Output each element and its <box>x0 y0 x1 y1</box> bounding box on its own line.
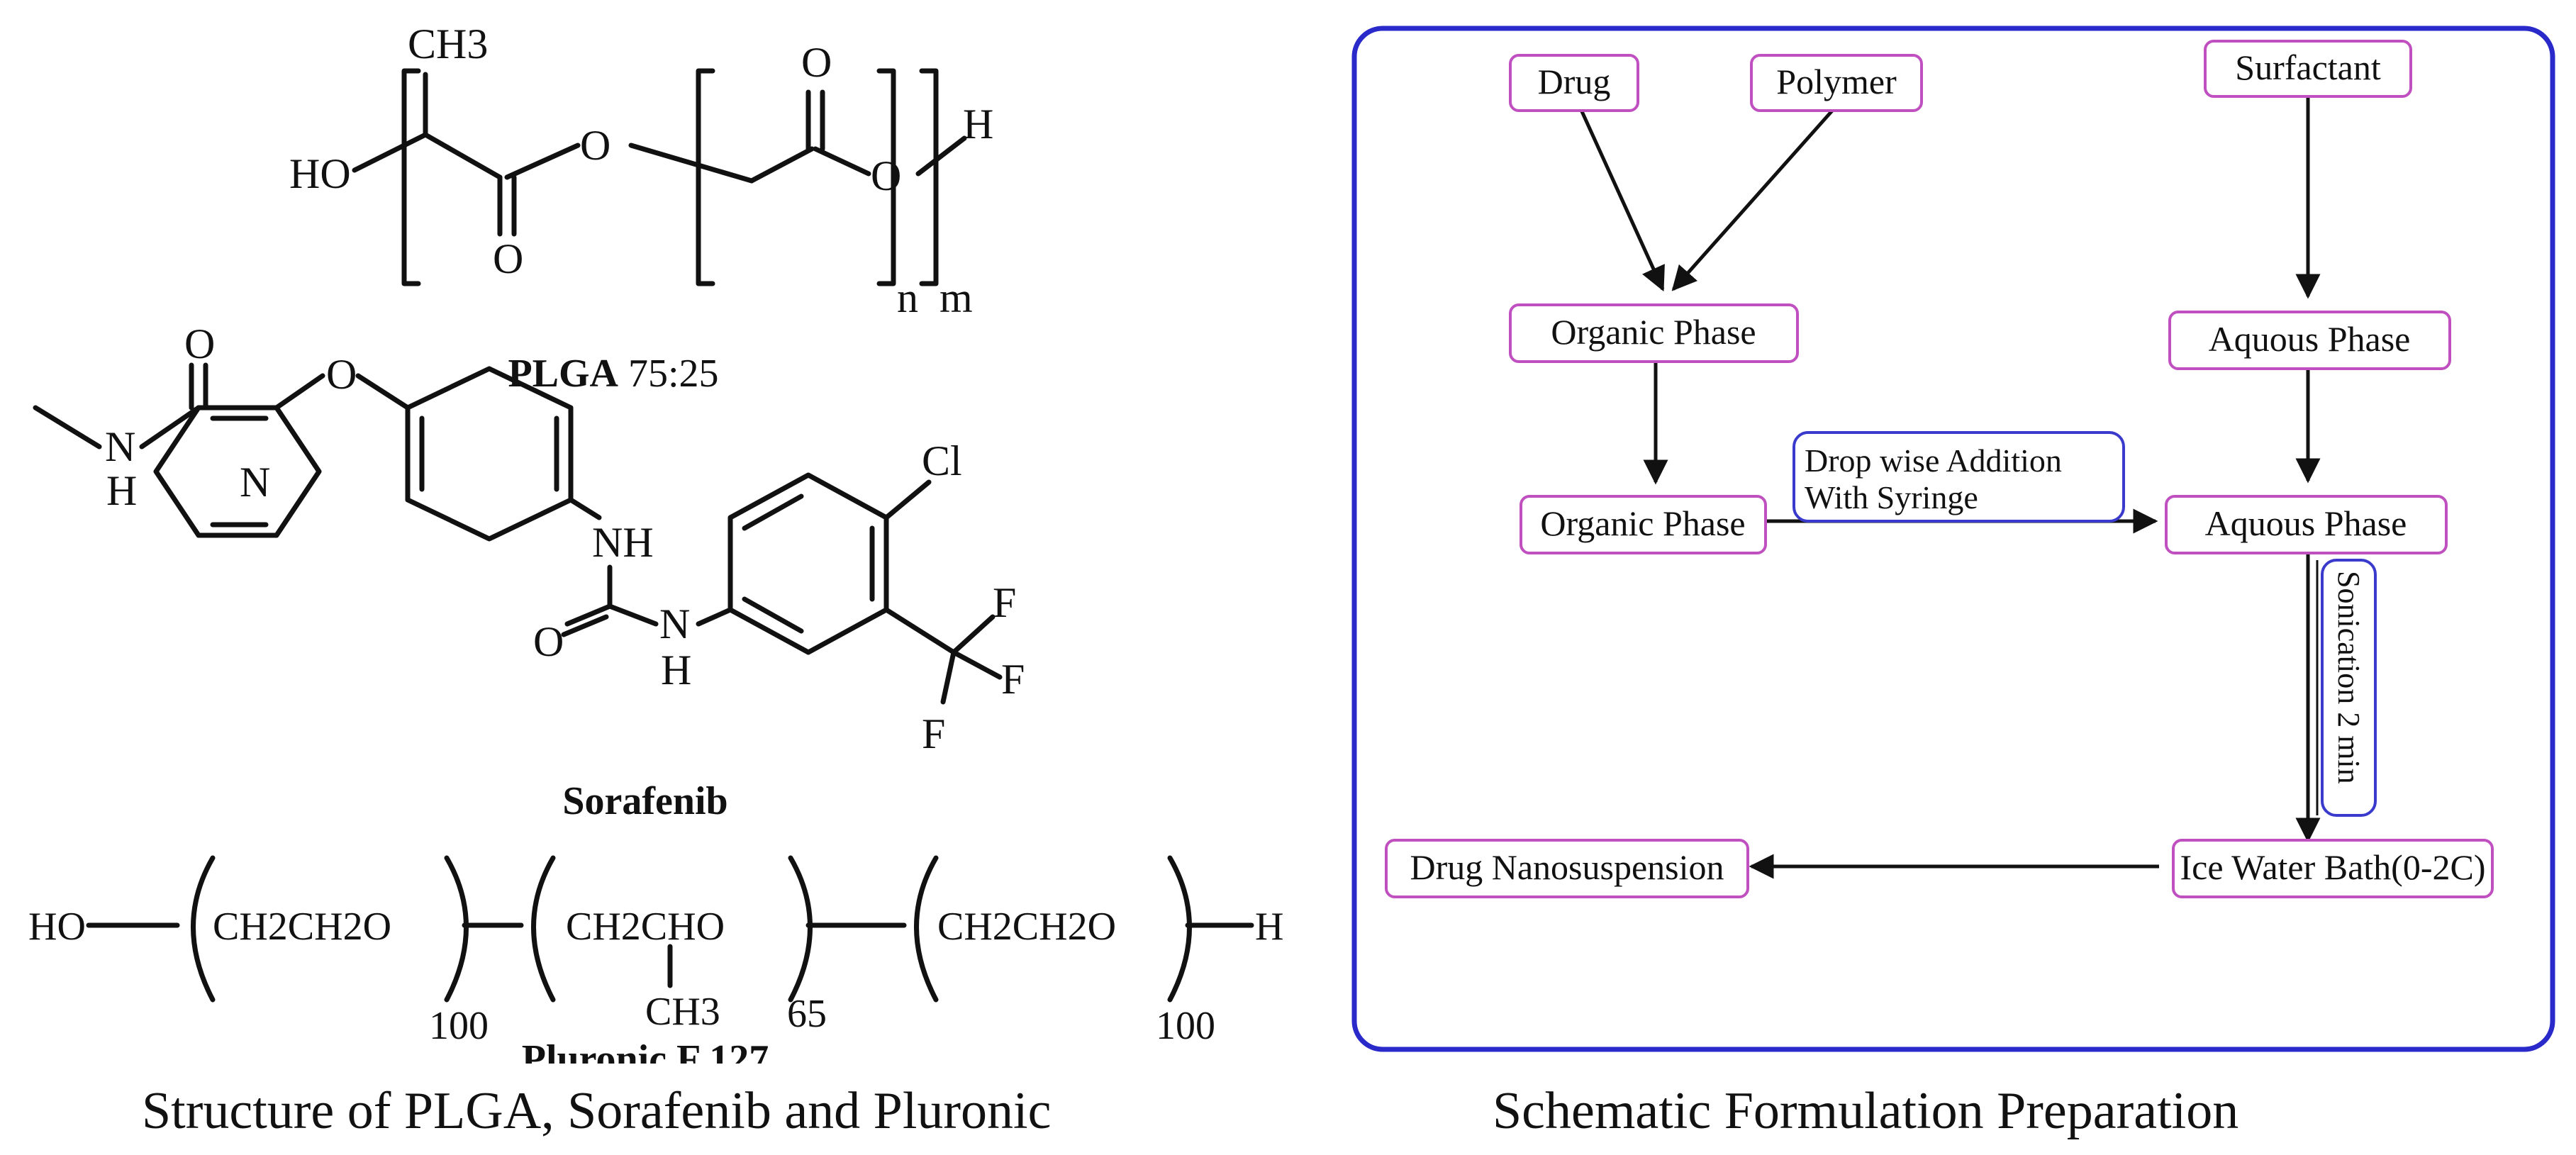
sorafenib-f2-label: F <box>1001 656 1025 703</box>
flowchart-panel: Drug Polymer Surfactant Organic Phase Aq… <box>1333 0 2576 1155</box>
node-aqueous-phase-1-label: Aquous Phase <box>2209 319 2411 359</box>
plga-bracket-right-m <box>919 68 939 286</box>
pluronic-paren-3-right <box>1167 855 1192 1003</box>
pluronic-structure <box>86 855 1254 1003</box>
sorafenib-nh-upper-label: NH <box>592 519 654 566</box>
node-aqueous-phase-1 <box>2168 311 2451 370</box>
sonication-label: Sonication 2 min <box>2331 571 2366 784</box>
plga-ho-label: HO <box>289 150 351 197</box>
pluronic-unit1-label: CH2CH2O <box>213 905 391 949</box>
pluronic-name-label: Pluronic F 127 <box>522 1037 769 1064</box>
node-ice-bath <box>2172 839 2494 898</box>
dropwise-label-line2: With Syringe <box>1805 479 1978 515</box>
pluronic-paren-1-left <box>191 855 216 1003</box>
structures-svg: CH3 HO O O O O H n m O N H N O NH O N H … <box>28 21 1283 1081</box>
annotation-sonication-box <box>2321 559 2377 817</box>
node-organic-phase-2 <box>1520 495 1767 554</box>
plga-carbonyl-o2-label: O <box>801 39 832 86</box>
pluronic-sub1-label: 100 <box>429 1004 489 1048</box>
node-nanosuspension <box>1385 839 1749 898</box>
plga-bracket-right-n <box>876 68 896 286</box>
flowchart-caption: Schematic Formulation Preparation <box>1493 1082 2239 1140</box>
sorafenib-pyridine-n-label: N <box>240 459 270 506</box>
pluronic-sub3-label: 100 <box>1156 1004 1215 1048</box>
plga-ch3-label: CH3 <box>408 21 488 67</box>
pluronic-h-label: H <box>1255 905 1283 949</box>
plga-structure <box>352 68 967 286</box>
node-surfactant-label: Surfactant <box>2235 48 2381 87</box>
node-drug-label: Drug <box>1538 62 1611 101</box>
arrow-polymer-organic <box>1671 108 1834 291</box>
pluronic-ho-label: HO <box>28 905 86 949</box>
structures-caption: Structure of PLGA, Sorafenib and Pluroni… <box>142 1082 1052 1140</box>
pluronic-unit3-label: CH2CH2O <box>937 905 1116 949</box>
sorafenib-name-label: Sorafenib <box>562 779 727 823</box>
plga-bracket-left-n <box>401 68 421 286</box>
flowchart-node-boxes <box>1385 40 2494 898</box>
node-aqueous-phase-2 <box>2165 495 2448 554</box>
sorafenib-n-lower-label: N <box>659 601 690 647</box>
plga-bracket-left-m <box>696 68 715 286</box>
pluronic-paren-3-left <box>914 855 939 1003</box>
plga-carbonyl-o-label: O <box>493 235 523 282</box>
structures-panel: CH3 HO O O O O H n m O N H N O NH O N H … <box>28 21 1283 1140</box>
node-polymer <box>1750 54 1923 112</box>
plga-ester-o-label: O <box>580 122 610 169</box>
plga-subscript-m: m <box>939 274 973 321</box>
plga-ester-o2-label: O <box>871 152 901 199</box>
pluronic-branch-label: CH3 <box>645 990 720 1034</box>
sorafenib-amide-o-label: O <box>184 320 215 367</box>
flowchart-frame <box>1351 26 2555 1052</box>
plga-subscript-n: n <box>897 274 918 321</box>
sorafenib-f3-label: F <box>922 710 945 757</box>
node-aqueous-phase-2-label: Aquous Phase <box>2205 503 2407 543</box>
pluronic-paren-2-right <box>788 855 813 1003</box>
annotation-dropwise-box <box>1792 431 2125 523</box>
node-drug <box>1509 54 1639 112</box>
pluronic-paren-2-left <box>531 855 556 1003</box>
flowchart-annotation-boxes <box>1792 431 2377 817</box>
pluronic-unit2-label: CH2CHO <box>566 905 725 949</box>
pluronic-paren-1-right <box>444 855 469 1003</box>
node-surfactant <box>2204 40 2412 98</box>
sorafenib-h-lower-label: H <box>661 647 691 693</box>
pluronic-sub2-label: 65 <box>787 992 827 1036</box>
node-organic-phase-1 <box>1509 303 1799 363</box>
sorafenib-amide-n-label: N <box>105 423 135 470</box>
node-organic-phase-1-label: Organic Phase <box>1551 312 1756 352</box>
sorafenib-structure <box>33 362 1003 705</box>
plga-name: PLGA <box>508 352 618 396</box>
sorafenib-f1-label: F <box>993 579 1016 626</box>
sorafenib-amide-h-label: H <box>106 467 137 514</box>
plga-h-label: H <box>963 101 993 147</box>
node-nanosuspension-label: Drug Nanosuspension <box>1410 847 1724 887</box>
sorafenib-ether-o-label: O <box>326 351 357 398</box>
plga-ratio: 75:25 <box>628 352 719 396</box>
chlorophenyl-ring <box>727 472 889 655</box>
node-polymer-label: Polymer <box>1776 62 1897 101</box>
node-ice-bath-label: Ice Water Bath(0-2C) <box>2180 847 2486 887</box>
node-organic-phase-2-label: Organic Phase <box>1540 503 1745 543</box>
dropwise-label-line1: Drop wise Addition <box>1805 442 2062 479</box>
sorafenib-urea-o-label: O <box>533 618 564 665</box>
pyridine-ring <box>153 405 322 538</box>
arrow-drug-organic <box>1579 108 1665 292</box>
sorafenib-cl-label: Cl <box>922 437 962 484</box>
flowchart-svg: Drug Polymer Surfactant Organic Phase Aq… <box>1351 26 2555 1052</box>
